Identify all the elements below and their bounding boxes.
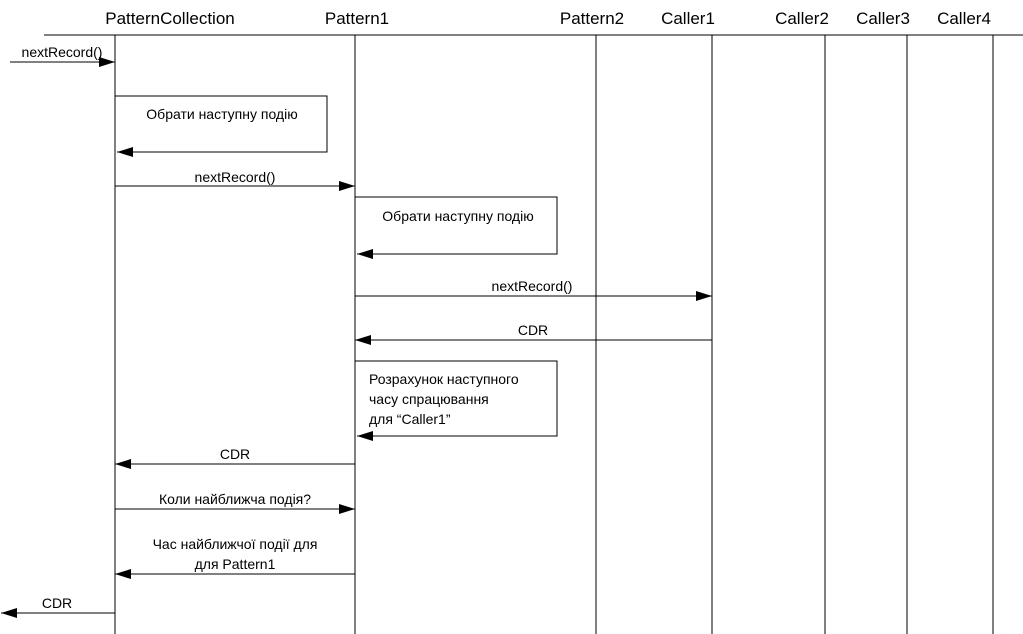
participant-label-caller2: Caller2	[775, 9, 829, 28]
self-call-box-compute-time	[355, 360, 558, 441]
self-call-label-compute-time-line2: часу спрацювання	[369, 391, 489, 407]
participant-label-pattern1: Pattern1	[325, 9, 389, 28]
message-label-nearest-event-question: Коли найближча подія?	[159, 491, 311, 507]
participant-label-caller4: Caller4	[937, 9, 991, 28]
message-label-cdr-out: CDR	[42, 595, 72, 611]
self-call-label-compute-time-line1: Розрахунок наступного	[369, 371, 519, 387]
message-label-nearest-event-time-line2: для Pattern1	[195, 556, 276, 572]
message-label-cdr-to-collection: CDR	[220, 446, 250, 462]
message-label-next-record-pattern1: nextRecord()	[195, 169, 276, 185]
message-label-nearest-event-time-line1: Час найближчої події для	[153, 536, 318, 552]
message-label-next-record-caller1: nextRecord()	[492, 278, 573, 294]
self-call-label-select-event-1: Обрати наступну подію	[146, 106, 297, 122]
participant-label-pattern2: Pattern2	[560, 9, 624, 28]
message-label-next-record-in: nextRecord()	[22, 44, 103, 60]
self-call-box-select-event-1	[115, 95, 328, 157]
participant-label-patterncollection: PatternCollection	[105, 9, 234, 28]
self-call-label-select-event-2: Обрати наступну подію	[382, 208, 533, 224]
self-call-label-compute-time-line3: для “Caller1”	[369, 411, 451, 427]
participant-label-caller1: Caller1	[661, 9, 715, 28]
message-label-cdr-from-caller1: CDR	[518, 322, 548, 338]
participant-label-caller3: Caller3	[856, 9, 910, 28]
self-call-box-select-event-2	[355, 196, 558, 259]
